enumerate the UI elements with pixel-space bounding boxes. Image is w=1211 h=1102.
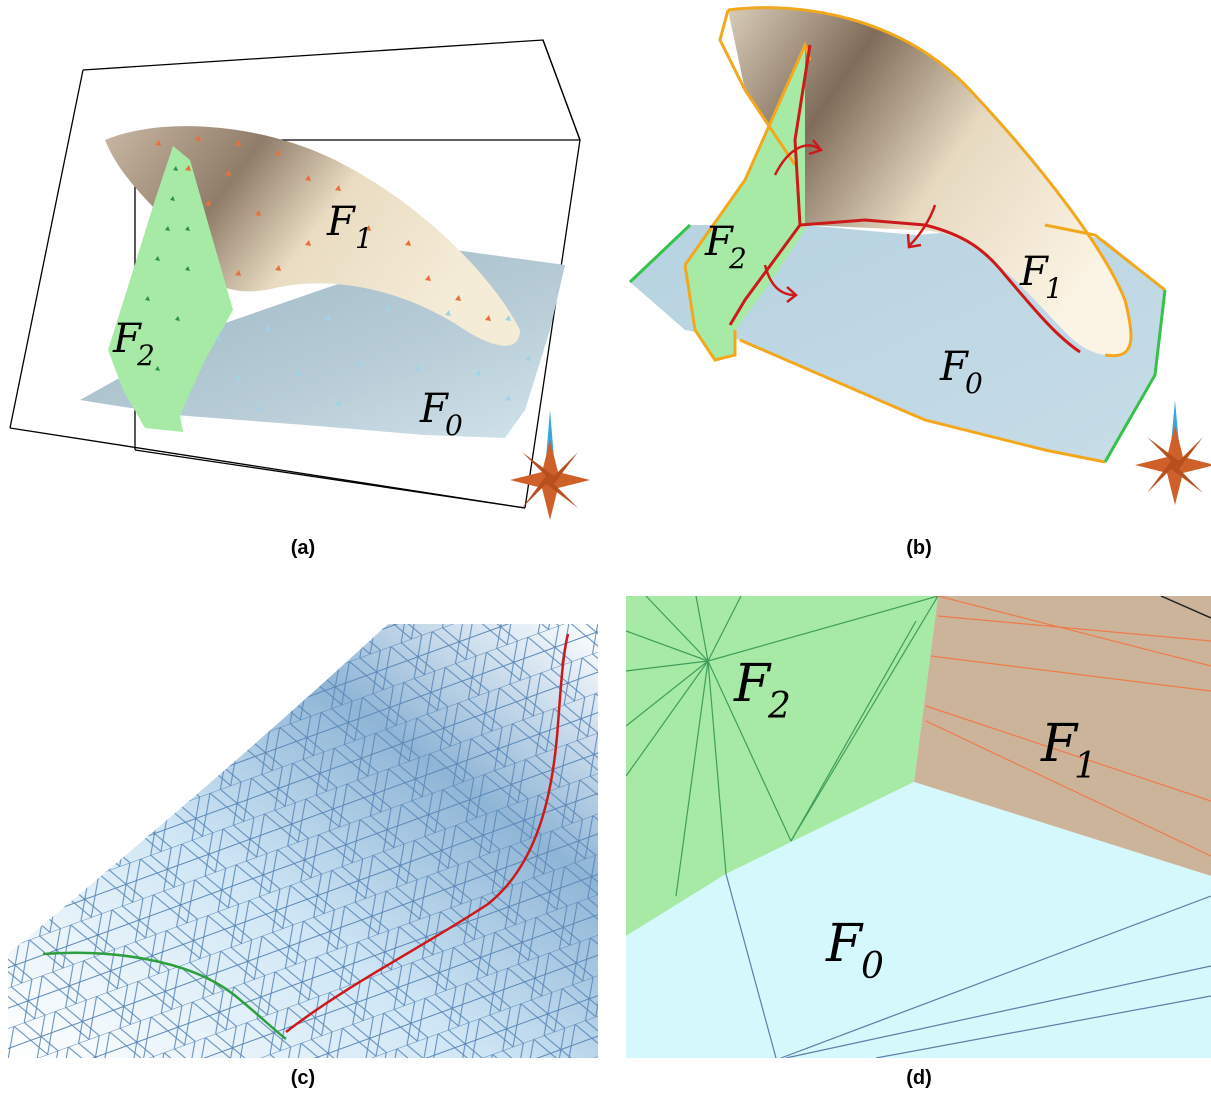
- label-f2: F 2: [112, 316, 155, 372]
- mesh-lines-f2: [626, 596, 939, 897]
- panel-b-figure: F 2 F 1 F 0: [628, 6, 1211, 505]
- svg-text:1: 1: [1045, 272, 1063, 305]
- label-f1: F 1: [1019, 249, 1063, 305]
- svg-text:F: F: [419, 386, 449, 432]
- label-f1: F 1: [1040, 714, 1097, 787]
- caption-c: (c): [290, 1067, 316, 1089]
- mesh-wireframe: [8, 624, 598, 1058]
- svg-text:2: 2: [728, 242, 747, 275]
- panel-a-figure: F 1 F 2 F 0: [9, 39, 590, 520]
- normal-markers-f2: [145, 166, 190, 371]
- label-f0: F 0: [419, 386, 463, 442]
- face-f2: [108, 146, 233, 432]
- svg-text:F: F: [939, 344, 969, 390]
- label-f2: F 2: [733, 654, 791, 727]
- face-f2: [626, 596, 938, 936]
- svg-text:F: F: [825, 914, 864, 974]
- svg-text:F: F: [326, 199, 356, 245]
- normal-markers-f0: [215, 305, 531, 411]
- svg-text:F: F: [704, 219, 734, 265]
- label-f0: F 0: [939, 344, 983, 400]
- panel-c-figure: [8, 624, 598, 1058]
- svg-text:2: 2: [136, 339, 155, 372]
- label-f1: F 1: [326, 199, 373, 255]
- caption-a: (a): [290, 537, 316, 559]
- mesh-lines-f0: [725, 873, 1211, 1058]
- face-f2: [685, 45, 805, 360]
- svg-text:1: 1: [355, 222, 373, 255]
- svg-text:F: F: [733, 654, 772, 714]
- svg-text:F: F: [112, 316, 142, 362]
- face-f1: [914, 596, 1211, 876]
- mesh-lines-f1: [925, 596, 1211, 857]
- caption-b: (b): [906, 537, 932, 559]
- mesh-edge-dark: [1160, 596, 1211, 619]
- svg-text:F: F: [1040, 714, 1079, 774]
- svg-text:0: 0: [445, 409, 463, 442]
- face-f0: [626, 782, 1211, 1058]
- label-f0: F 0: [825, 914, 884, 987]
- panel-d-figure: F 2 F 1 F 0: [626, 596, 1211, 1058]
- caption-d: (d): [906, 1067, 932, 1089]
- svg-text:F: F: [1019, 249, 1049, 295]
- boundary-green: [628, 223, 1167, 463]
- axis-star-icon: [510, 410, 590, 520]
- svg-text:0: 0: [965, 367, 983, 400]
- label-f2: F 2: [704, 219, 747, 275]
- face-f1: [728, 7, 1131, 356]
- normal-markers-f1: [155, 135, 491, 321]
- panel-d: F 2 F 1 F 0: [626, 596, 1211, 1058]
- axis-star-icon: [1135, 400, 1211, 505]
- boundary-curve-green: [42, 951, 287, 1040]
- panel-a: F 1 F 2 F 0: [5, 30, 605, 530]
- panel-c: [8, 624, 598, 1058]
- face-f1: [105, 126, 520, 346]
- svg-text:1: 1: [1074, 746, 1097, 787]
- boundary-curve-red: [285, 633, 570, 1033]
- svg-text:2: 2: [767, 686, 791, 727]
- orientation-arrows: [763, 139, 937, 303]
- panel-b: F 2 F 1 F 0: [625, 0, 1211, 530]
- svg-text:0: 0: [861, 946, 884, 987]
- intersection-curves: [728, 44, 1081, 354]
